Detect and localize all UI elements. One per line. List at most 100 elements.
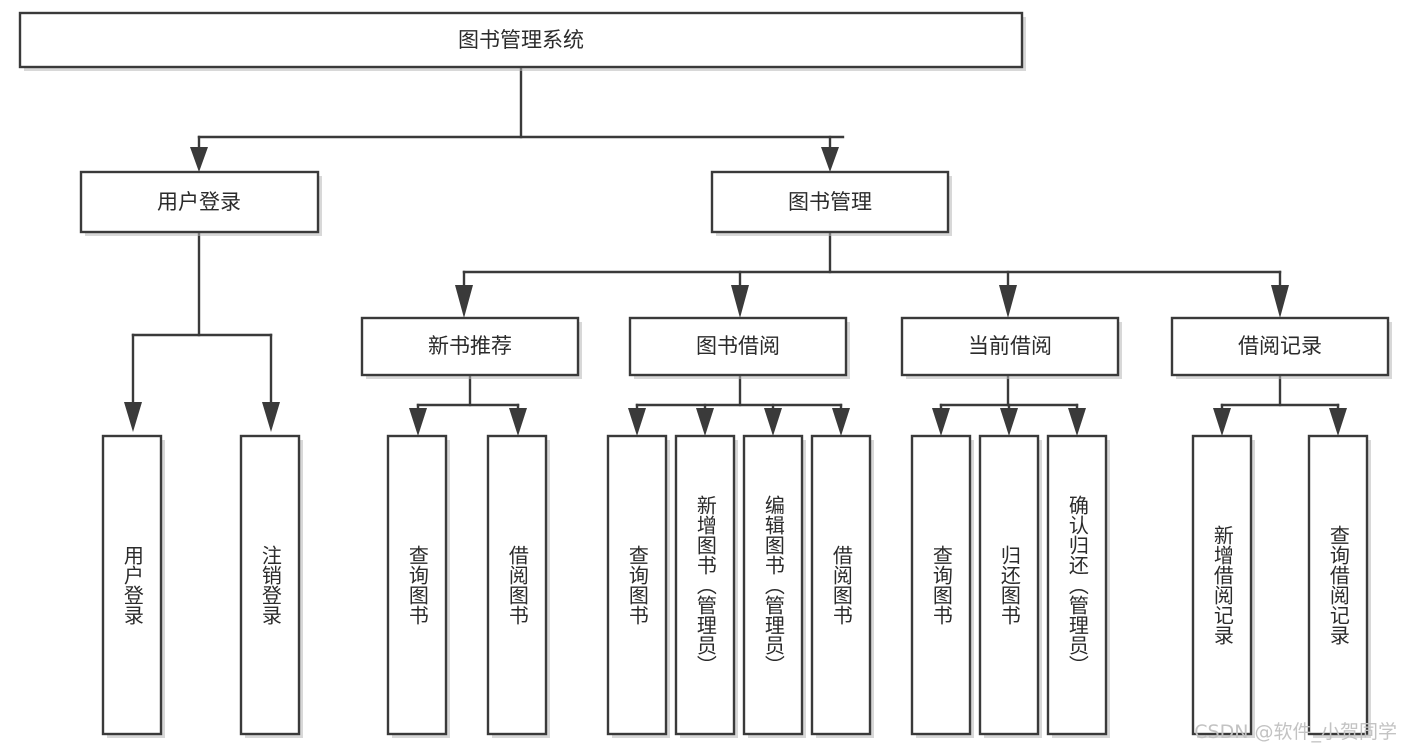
node-book-borrow[interactable]: 图书借阅 [628,316,850,379]
leaf-label-flex: 编辑图书（管理员） [744,436,802,734]
leaf-label-wrap: 查询借阅记录 [1309,436,1367,734]
book-borrow-box [628,316,848,377]
arrow-leaf-bookborrow-4 [832,408,850,436]
leaf-label-flex: 归还图书 [980,436,1038,734]
leaf-box [810,434,872,736]
new-book-box [360,316,580,377]
leaf-box [674,434,736,736]
arrow-to-book-borrow [731,285,749,318]
leaf-box [386,434,448,736]
arrow-to-new-book [455,285,473,318]
leaf-node[interactable]: 查询图书 [386,434,450,738]
leaf-node[interactable]: 查询借阅记录 [1307,434,1371,738]
leaf-label-wrap: 新增借阅记录 [1193,436,1251,734]
leaf-label: 新增图书（管理员） [693,495,718,675]
leaf-label-wrap: 借阅图书 [812,436,870,734]
leaf-label-wrap: 用户登录 [103,436,161,734]
leaf-label-flex: 查询图书 [912,436,970,734]
leaf-box [239,434,301,736]
leaf-box [910,434,972,736]
leaf-node[interactable]: 归还图书 [978,434,1042,738]
leaf-label-flex: 查询借阅记录 [1309,436,1367,734]
arrow-to-book-manage [821,147,839,172]
leaf-node[interactable]: 查询图书 [606,434,670,738]
node-layer: 图书管理系统 用户登录 图书管理 新书推荐 [18,11,1392,738]
node-user-login[interactable]: 用户登录 [79,170,322,236]
arrow-to-borrow-record [1271,285,1289,318]
node-new-book-recommend[interactable]: 新书推荐 [360,316,582,379]
node-root[interactable]: 图书管理系统 [18,11,1026,71]
node-book-manage[interactable]: 图书管理 [710,170,952,236]
book-manage-label: 图书管理 [788,190,872,214]
leaf-node[interactable]: 注销登录 [239,434,303,738]
leaf-box [101,434,163,736]
leaf-label-flex: 查询图书 [388,436,446,734]
borrow-record-label: 借阅记录 [1238,334,1322,358]
leaf-label-wrap: 编辑图书（管理员） [744,436,802,734]
leaf-label-flex: 借阅图书 [812,436,870,734]
leaf-node[interactable]: 新增借阅记录 [1191,434,1255,738]
leaf-label-flex: 确认归还（管理员） [1048,436,1106,734]
leaf-node[interactable]: 查询图书 [910,434,974,738]
leaf-node[interactable]: 新增图书（管理员） [674,434,738,738]
root-label: 图书管理系统 [458,28,584,52]
leaf-label-wrap: 新增图书（管理员） [676,436,734,734]
leaf-box [1191,434,1253,736]
arrow-leaf-currentborrow-1 [932,408,950,436]
leaf-label: 确认归还（管理员） [1065,495,1090,675]
leaf-label: 查询图书 [625,545,650,625]
leaf-label: 编辑图书（管理员） [761,495,786,675]
leaf-label: 查询图书 [929,545,954,625]
current-borrow-label: 当前借阅 [968,334,1052,358]
leaf-label-flex: 新增图书（管理员） [676,436,734,734]
leaf-box [606,434,668,736]
arrow-leaf-user-login [124,402,142,432]
leaf-label: 用户登录 [120,545,145,625]
current-borrow-box [900,316,1120,377]
leaf-label: 归还图书 [997,545,1022,625]
arrow-leaf-bookborrow-3 [764,408,782,436]
book-manage-box [710,170,950,234]
borrow-record-box [1170,316,1390,377]
csdn-watermark: CSDN @软件_小贺同学 [1194,721,1397,743]
leaf-label: 新增借阅记录 [1210,525,1235,645]
leaf-node[interactable]: 确认归还（管理员） [1046,434,1110,738]
leaf-node[interactable]: 借阅图书 [810,434,874,738]
leaf-label-flex: 借阅图书 [488,436,546,734]
leaf-label: 注销登录 [258,545,283,625]
leaf-label-wrap: 注销登录 [241,436,299,734]
arrow-to-user-login [190,147,208,172]
arrow-leaf-borrowrecord-2 [1329,408,1347,436]
user-login-box [79,170,320,234]
arrow-leaf-newbook-2 [509,408,527,436]
user-login-label: 用户登录 [157,190,241,214]
leaf-box [1046,434,1108,736]
arrow-leaf-currentborrow-2 [1000,408,1018,436]
leaf-box [1307,434,1369,736]
leaf-box [742,434,804,736]
leaf-node[interactable]: 用户登录 [101,434,165,738]
leaf-label-wrap: 查询图书 [912,436,970,734]
book-borrow-label: 图书借阅 [696,334,780,358]
connector-layer [124,65,1347,436]
node-borrow-record[interactable]: 借阅记录 [1170,316,1392,379]
new-book-label: 新书推荐 [428,334,512,358]
arrow-leaf-newbook-1 [409,408,427,436]
leaf-label-flex: 用户登录 [103,436,161,734]
leaf-label: 查询图书 [405,545,430,625]
leaf-label-flex: 新增借阅记录 [1193,436,1251,734]
leaf-box [486,434,548,736]
node-current-borrow[interactable]: 当前借阅 [900,316,1122,379]
leaf-node[interactable]: 借阅图书 [486,434,550,738]
leaf-node[interactable]: 编辑图书（管理员） [742,434,806,738]
arrow-leaf-logout [262,402,280,432]
arrow-leaf-bookborrow-2 [696,408,714,436]
leaf-label-wrap: 借阅图书 [488,436,546,734]
leaf-label-flex: 注销登录 [241,436,299,734]
leaf-label-wrap: 确认归还（管理员） [1048,436,1106,734]
root-box [18,11,1024,69]
leaf-label-wrap: 查询图书 [625,545,650,625]
arrow-leaf-bookborrow-1 [628,408,646,436]
